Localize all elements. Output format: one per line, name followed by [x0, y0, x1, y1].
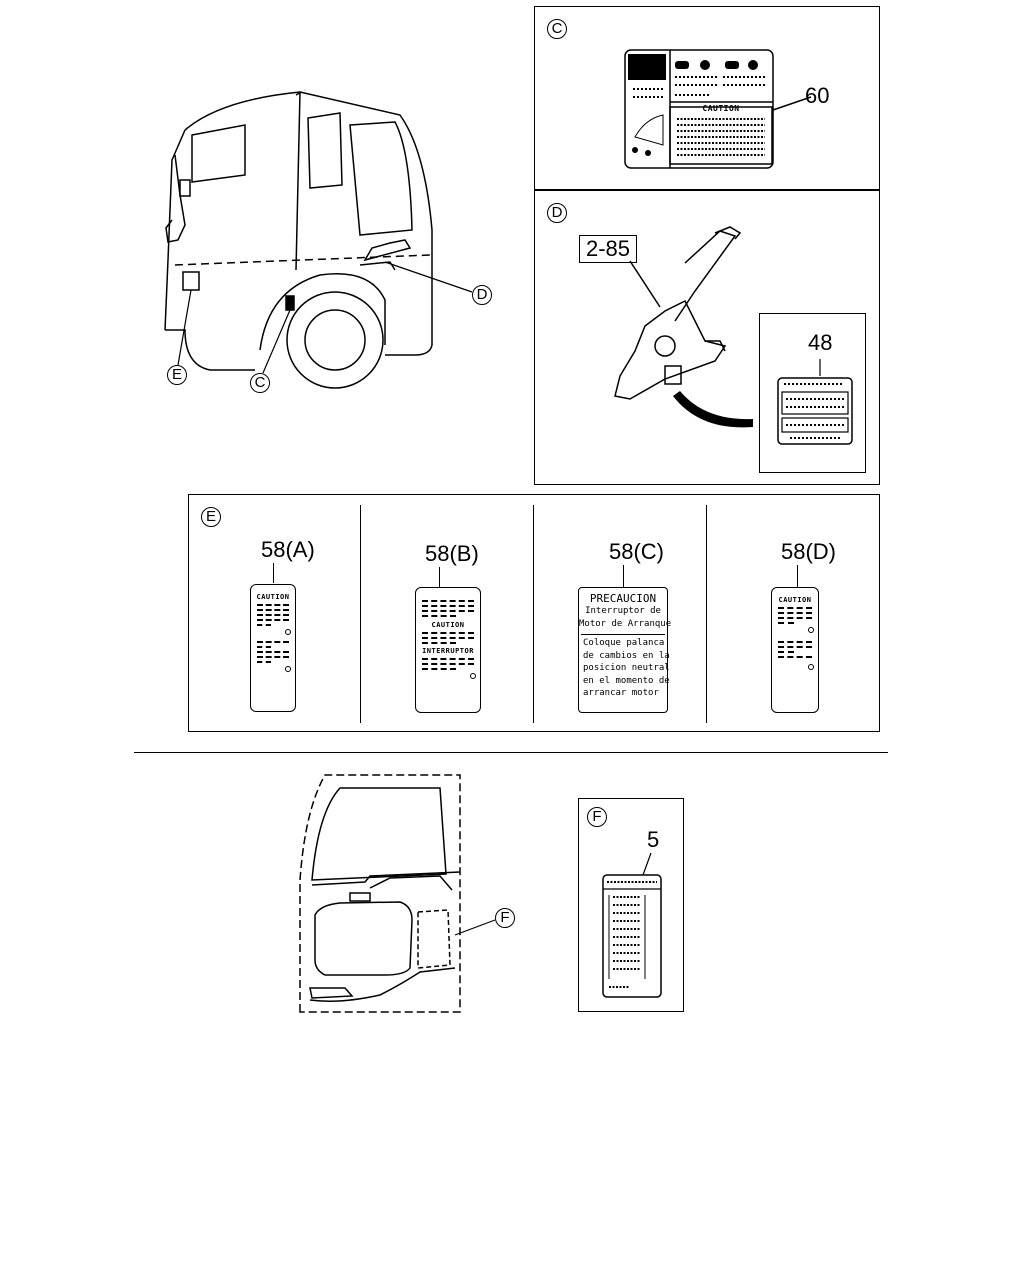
panel-d-marker: D	[547, 203, 567, 223]
label-58c-body-2: de cambios en la	[583, 650, 670, 661]
label-58b-heading: CAUTION	[431, 621, 465, 629]
panel-c: C 60	[534, 6, 880, 190]
spec-label-5	[602, 852, 662, 998]
callout-d: D	[472, 285, 492, 305]
caution-label-58a: CAUTION	[250, 584, 296, 712]
divider-1	[360, 505, 361, 723]
label-58c-body-1: Coloque palanca	[583, 638, 665, 648]
leader-48	[777, 359, 853, 445]
label-58c-subtitle-2: Motor de Arranque	[579, 619, 672, 629]
label-58c-body-5: arrancar motor	[583, 688, 659, 698]
panel-d: D 2-85 48	[534, 190, 880, 485]
caution-label-58d: CAUTION	[771, 587, 819, 713]
label-58b-heading2: INTERRUPTOR	[422, 647, 474, 655]
label-58c-title: PRECAUCION	[589, 592, 657, 605]
label-60-heading: CAUTION	[702, 104, 740, 113]
label-58c-body-4: en el momento de	[583, 675, 670, 686]
callout-c: C	[250, 373, 270, 393]
part-number-58c: 58(C)	[609, 539, 665, 564]
caution-label-58b: CAUTION INTERRUPTOR	[415, 587, 481, 713]
callout-e: E	[167, 365, 187, 385]
panel-c-marker: C	[547, 19, 567, 39]
panel-e-marker: E	[201, 507, 221, 527]
label-58c-body-3: posicion neutral	[583, 663, 670, 673]
label-58c-subtitle-1: Interruptor de	[585, 606, 661, 616]
leader-58d	[797, 565, 798, 587]
panel-f: F 5	[578, 798, 684, 1012]
precaucion-label-58c: PRECAUCION Interruptor de Motor de Arran…	[578, 587, 672, 713]
part-number-60: 60	[805, 83, 830, 108]
reference-2-85: 2-85	[579, 235, 638, 263]
label-58a-heading: CAUTION	[256, 593, 290, 601]
leader-58c	[623, 565, 624, 587]
divider-3	[706, 505, 707, 723]
parking-brake-lever-drawing	[614, 226, 753, 428]
leader-58b	[439, 567, 440, 587]
label-58d-heading: CAUTION	[778, 596, 812, 604]
callout-f: F	[495, 908, 515, 928]
panel-e: E 58(A) CAUTION 58(B) CAUTION INTERRUPTO…	[188, 494, 880, 732]
panel-f-marker: F	[587, 807, 607, 827]
part-number-5: 5	[647, 827, 660, 852]
part-number-48: 48	[808, 330, 833, 355]
part-number-58b: 58(B)	[425, 541, 479, 566]
leader-58a	[273, 563, 274, 583]
part-number-58d: 58(D)	[781, 539, 837, 564]
detail-box-48: 48	[759, 313, 866, 473]
part-number-58a: 58(A)	[261, 537, 315, 562]
caution-label-60	[624, 49, 812, 169]
divider-2	[533, 505, 534, 723]
section-divider	[134, 752, 888, 753]
